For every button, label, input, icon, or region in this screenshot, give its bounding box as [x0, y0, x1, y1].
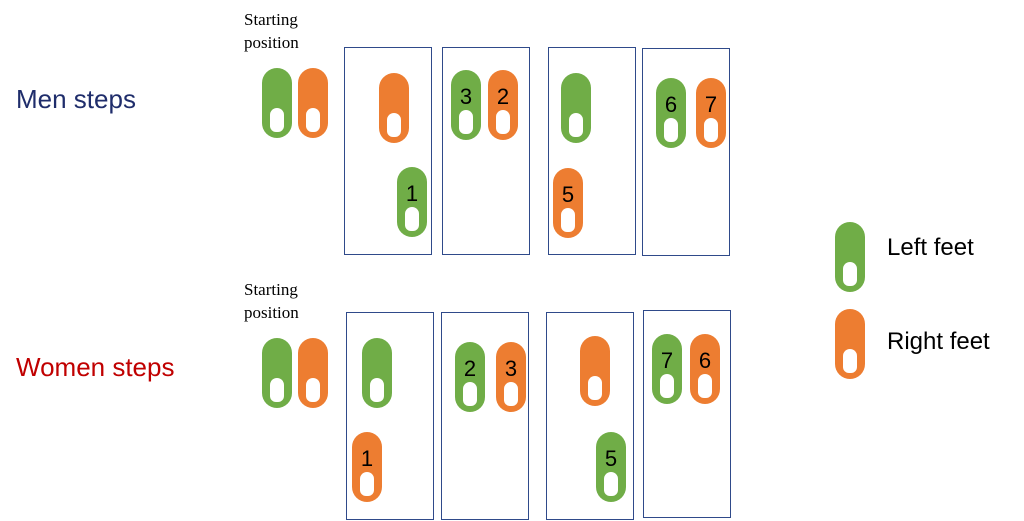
women-step2-left-foot: 2 — [455, 342, 485, 412]
men-start-left-foot — [262, 68, 292, 138]
women-step-panel-2 — [441, 312, 529, 520]
men-step1-right-foot — [379, 73, 409, 143]
men-step2-left-foot: 3 — [451, 70, 481, 140]
men-step4-right-foot: 7 — [696, 78, 726, 148]
women-step4-right-foot: 6 — [690, 334, 720, 404]
women-step-panel-3 — [546, 312, 634, 520]
men-step3-right-foot: 5 — [553, 168, 583, 238]
men-step-panel-3 — [548, 47, 636, 255]
men-start-right-foot — [298, 68, 328, 138]
women-step4-left-foot: 7 — [652, 334, 682, 404]
legend-right-foot-swatch — [835, 309, 865, 379]
women-step1-left-foot — [362, 338, 392, 408]
men-step2-right-foot: 2 — [488, 70, 518, 140]
men-step-panel-1 — [344, 47, 432, 255]
women-step-panel-4 — [643, 310, 731, 518]
women-step3-right-foot — [580, 336, 610, 406]
women-starting-position-label: Starting position — [244, 280, 299, 322]
women-row-label: Women steps — [16, 352, 175, 382]
legend-right-feet-label: Right feet — [887, 328, 990, 355]
men-step3-left-foot — [561, 73, 591, 143]
women-step1-right-foot: 1 — [352, 432, 382, 502]
men-step-panel-4 — [642, 48, 730, 256]
legend-left-feet-label: Left feet — [887, 234, 974, 261]
women-step3-left-foot: 5 — [596, 432, 626, 502]
men-step1-left-foot: 1 — [397, 167, 427, 237]
women-step-panel-1 — [346, 312, 434, 520]
women-start-right-foot — [298, 338, 328, 408]
men-step-panel-2 — [442, 47, 530, 255]
women-start-left-foot — [262, 338, 292, 408]
men-step4-left-foot: 6 — [656, 78, 686, 148]
men-row-label: Men steps — [16, 84, 136, 114]
men-starting-position-label: Starting position — [244, 10, 299, 52]
legend-left-foot-swatch — [835, 222, 865, 292]
women-step2-right-foot: 3 — [496, 342, 526, 412]
